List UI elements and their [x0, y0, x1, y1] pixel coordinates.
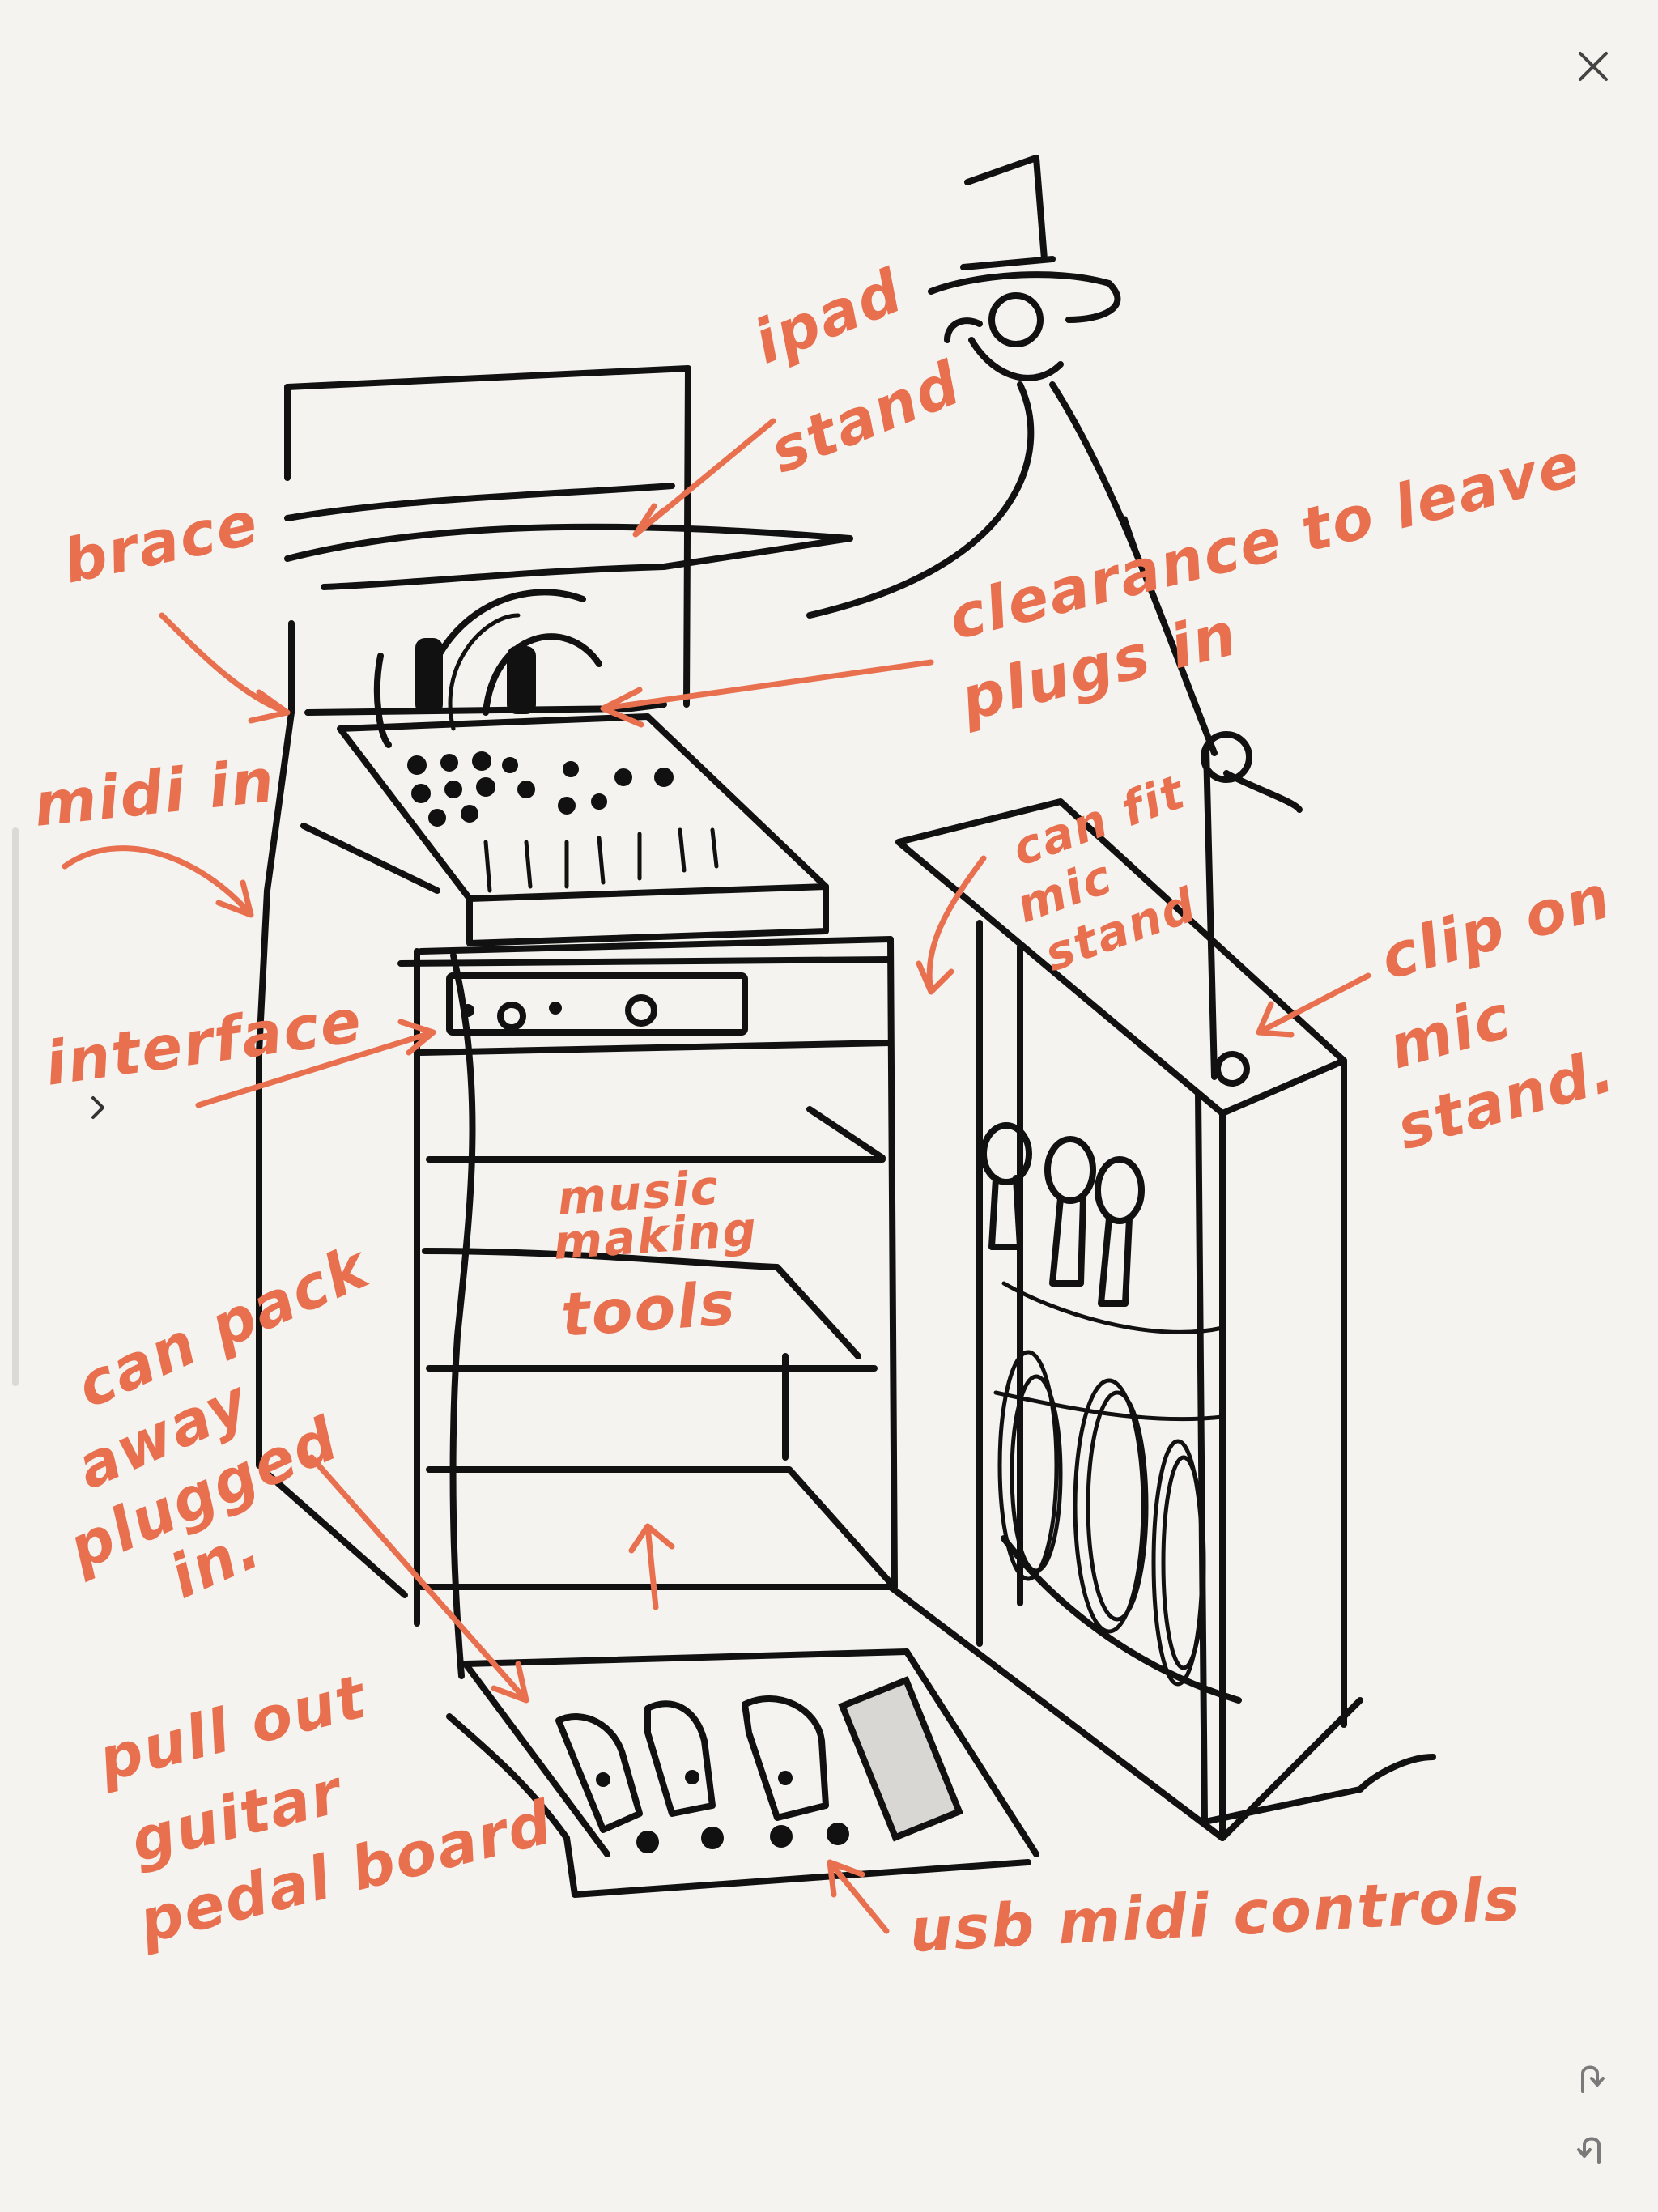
undo-icon [1581, 2065, 1605, 2093]
label-tools: tools [559, 1269, 738, 1351]
annotation-arrows [62, 418, 1371, 1934]
label-midi-in: midi in [31, 746, 278, 840]
label-music: music [555, 1159, 721, 1226]
close-button[interactable] [1562, 36, 1624, 97]
undo-button[interactable] [1562, 2048, 1619, 2105]
redo-icon [1577, 2137, 1601, 2164]
label-usb-midi-controls: usb midi controls [908, 1865, 1522, 1966]
cabinet-sketch [256, 155, 1436, 1898]
expand-button[interactable] [78, 1083, 118, 1132]
label-brace: brace [57, 488, 265, 598]
label-clearance: clearance to leave [942, 429, 1588, 653]
label-clip-on: clip on [1373, 861, 1618, 993]
side-scroll-rail[interactable] [12, 827, 19, 1386]
label-interface: interface [41, 986, 367, 1100]
redo-button[interactable] [1562, 2120, 1619, 2176]
label-ipad: ipad [745, 256, 913, 378]
annotation-labels: ipad stand brace clearance to leave plug… [31, 256, 1623, 1966]
close-icon [1579, 52, 1608, 81]
chevron-right-icon [91, 1096, 104, 1119]
